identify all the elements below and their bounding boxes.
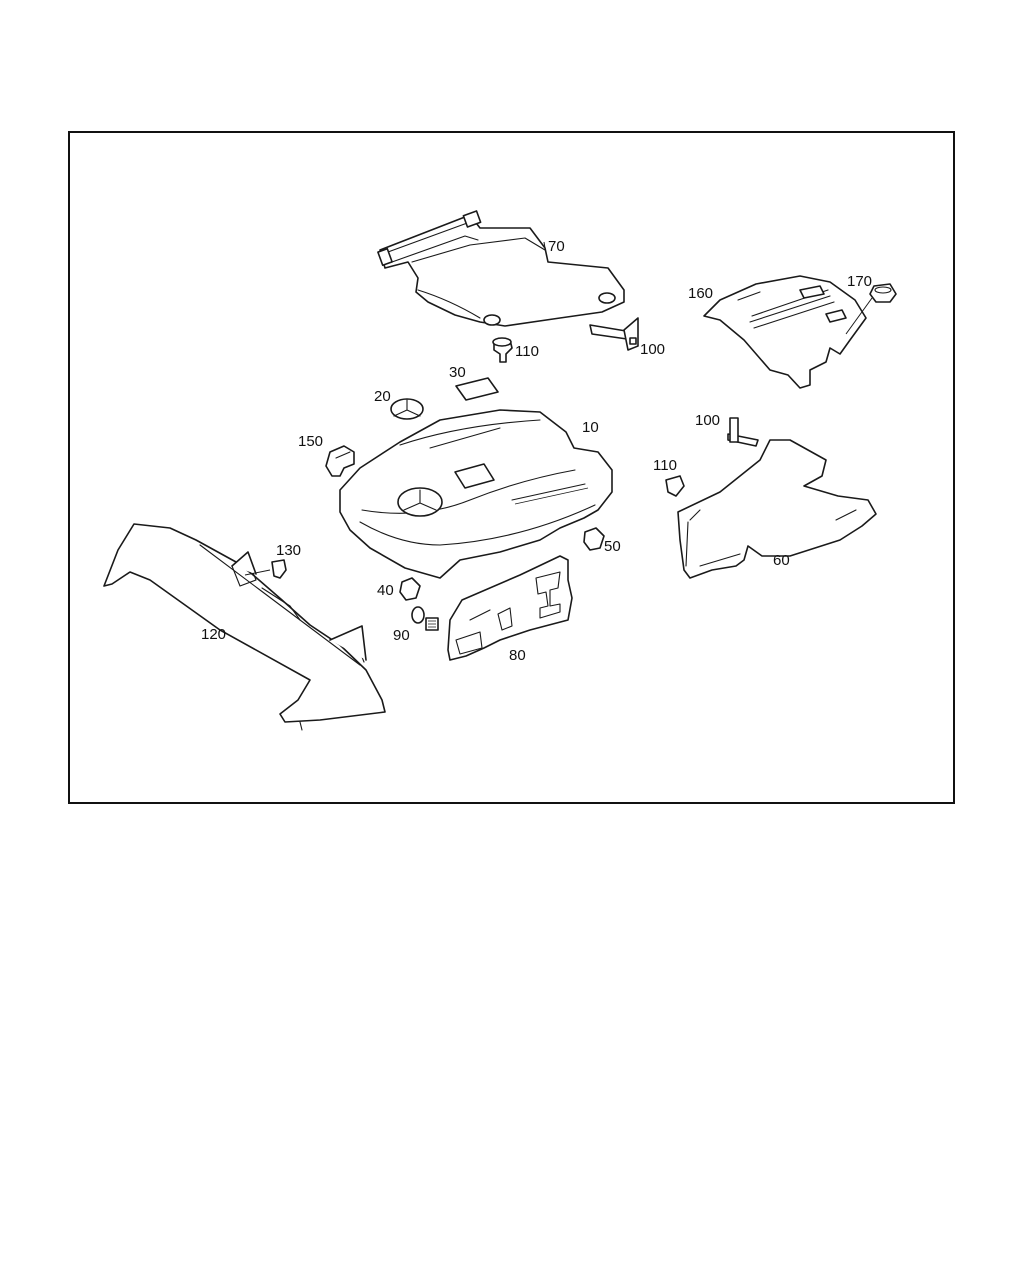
part-150-clip bbox=[325, 445, 355, 477]
callout-20: 20 bbox=[374, 388, 391, 405]
part-60-lower-panel bbox=[677, 439, 877, 579]
part-160-cover bbox=[703, 275, 867, 389]
callout-120: 120 bbox=[201, 626, 226, 643]
callout-110-upper: 110 bbox=[515, 343, 539, 360]
callout-110-lower: 110 bbox=[653, 457, 677, 474]
part-170-nut bbox=[869, 283, 897, 303]
callout-90: 90 bbox=[393, 627, 410, 644]
part-100-bracket-upper bbox=[589, 317, 639, 351]
diagram-frame bbox=[68, 131, 955, 804]
part-120-side-trim bbox=[103, 523, 386, 731]
part-10-engine-cover bbox=[339, 409, 613, 579]
callout-80: 80 bbox=[509, 647, 526, 664]
part-40-clip bbox=[399, 577, 421, 601]
part-130-clip bbox=[271, 559, 287, 579]
callout-70: 70 bbox=[548, 238, 565, 255]
part-20-emblem bbox=[390, 398, 424, 420]
callout-150: 150 bbox=[298, 433, 323, 450]
part-90-grommet bbox=[411, 606, 439, 631]
part-80-lower-panel bbox=[447, 555, 573, 661]
callout-100-lower: 100 bbox=[695, 412, 720, 429]
callout-labels: 10 20 30 40 50 60 70 80 90 100 100 110 1… bbox=[201, 238, 872, 664]
part-30-plate bbox=[455, 377, 499, 401]
callout-100-upper: 100 bbox=[640, 341, 665, 358]
part-110-clip-lower bbox=[665, 475, 685, 497]
callout-50: 50 bbox=[604, 538, 621, 555]
callout-60: 60 bbox=[773, 552, 790, 569]
leader-lines bbox=[244, 241, 873, 576]
callout-40: 40 bbox=[377, 582, 394, 599]
callout-10: 10 bbox=[582, 419, 599, 436]
part-110-clip-upper bbox=[492, 337, 513, 363]
callout-130: 130 bbox=[276, 542, 301, 559]
callout-170: 170 bbox=[847, 273, 872, 290]
part-100-bracket-lower bbox=[727, 417, 759, 447]
callout-160: 160 bbox=[688, 285, 713, 302]
callout-30: 30 bbox=[449, 364, 466, 381]
part-50-clip bbox=[583, 527, 605, 551]
part-70-upper-cover bbox=[377, 210, 625, 327]
